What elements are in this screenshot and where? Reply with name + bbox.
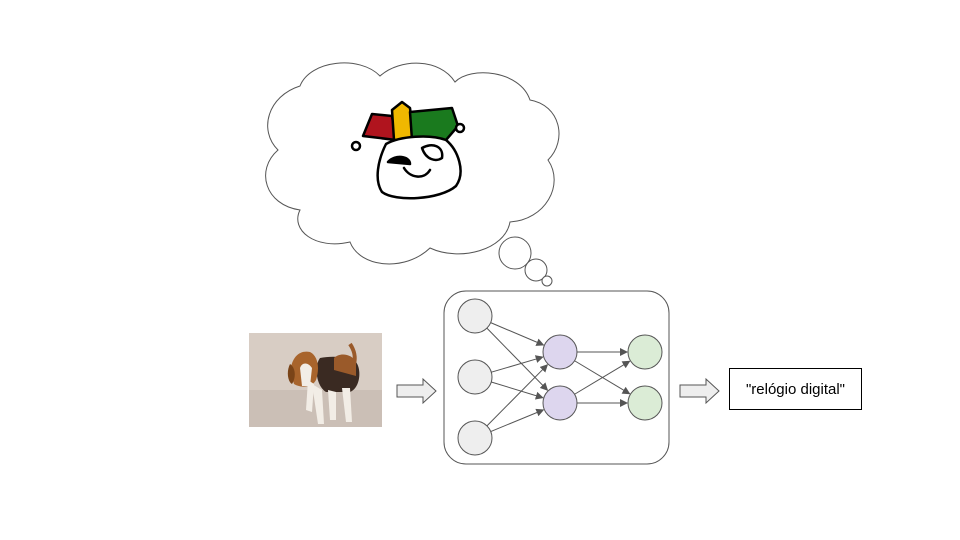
network-edges	[486, 322, 631, 432]
right-arrow-icon	[679, 377, 720, 405]
network-box	[443, 290, 670, 465]
input-node	[457, 359, 493, 395]
network-edge	[490, 322, 545, 346]
output-label: "relógio digital"	[745, 380, 846, 398]
output-node	[627, 334, 663, 370]
jester-hat-icon	[350, 100, 466, 200]
beagle-photo	[249, 333, 382, 427]
hidden-node	[542, 334, 578, 370]
input-node	[457, 420, 493, 456]
network-edge	[486, 364, 549, 427]
right-arrow-icon	[396, 377, 437, 405]
network-edge	[491, 381, 544, 400]
output-node	[627, 385, 663, 421]
output-label-box: "relógio digital"	[729, 368, 862, 410]
network-edge	[486, 327, 549, 391]
network-edge	[490, 408, 545, 432]
hidden-node	[542, 385, 578, 421]
network-edge	[574, 360, 631, 395]
network-edge	[491, 355, 544, 373]
input-node	[457, 298, 493, 334]
network-nodes	[457, 298, 663, 456]
